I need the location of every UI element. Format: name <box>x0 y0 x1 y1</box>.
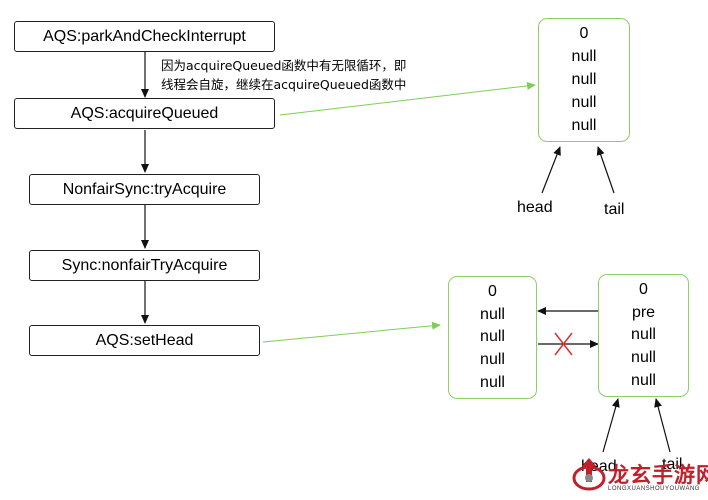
green-arrow-sethead <box>262 321 441 343</box>
node-field: null <box>480 374 505 392</box>
node-field: null <box>571 94 597 111</box>
step-acquire-queued: AQS:acquireQueued <box>14 98 275 129</box>
watermark-logo: 龙玄手游网 LONGXUANSHOUYOUWANG <box>572 456 708 498</box>
node-field: null <box>480 351 505 369</box>
top-head-pointer <box>541 146 561 194</box>
node-field: 0 <box>579 25 589 42</box>
bottom-tail-pointer <box>654 398 671 453</box>
node-field: pre <box>631 303 656 321</box>
cross-mark-b <box>554 332 573 356</box>
node-field: null <box>571 48 597 65</box>
watermark-emblem-icon <box>572 458 606 491</box>
step-label: AQS:acquireQueued <box>70 104 219 122</box>
top-tail-pointer <box>596 146 615 194</box>
note-line-1: 因为acquireQueued函数中有无限循环，即 <box>161 58 407 73</box>
node-field: null <box>631 326 656 344</box>
green-arrow-acquire <box>279 81 536 116</box>
watermark-subtitle: LONGXUANSHOUYOUWANG <box>608 486 700 492</box>
node-field: 0 <box>488 282 497 300</box>
note-line-2: 线程会自旋，继续在acquireQueued函数中 <box>161 77 407 92</box>
step-label: AQS:setHead <box>95 331 194 349</box>
step-park-and-check-interrupt: AQS:parkAndCheckInterrupt <box>14 21 275 52</box>
watermark-title: 龙玄手游网 <box>608 463 708 487</box>
node-field: null <box>480 328 505 346</box>
top-head-label: head <box>517 199 553 216</box>
step-nonfair-try-acquire-sync: Sync:nonfairTryAcquire <box>29 250 260 281</box>
node-field: null <box>571 71 597 88</box>
node-field: null <box>631 349 656 367</box>
spin-note: 因为acquireQueued函数中有无限循环，即 线程会自旋，继续在acqui… <box>161 56 406 94</box>
step-label: NonfairSync:tryAcquire <box>62 180 227 198</box>
step-label: Sync:nonfairTryAcquire <box>61 256 228 274</box>
node-field: null <box>631 372 656 390</box>
top-tail-label: tail <box>604 201 625 218</box>
step-nonfair-try-acquire: NonfairSync:tryAcquire <box>29 174 260 205</box>
bottom-tail-label: tail <box>662 456 683 473</box>
step-label: AQS:parkAndCheckInterrupt <box>43 27 246 45</box>
node-field: null <box>480 305 505 323</box>
top-queue-node: 0 null null null null <box>538 18 630 142</box>
bottom-head-pointer <box>602 398 620 453</box>
node-field: 0 <box>639 280 648 298</box>
step-set-head: AQS:setHead <box>29 325 260 356</box>
bottom-right-node: 0 pre null null null <box>598 274 689 397</box>
node-field: null <box>571 117 597 134</box>
bottom-left-node: 0 null null null null <box>448 276 537 399</box>
